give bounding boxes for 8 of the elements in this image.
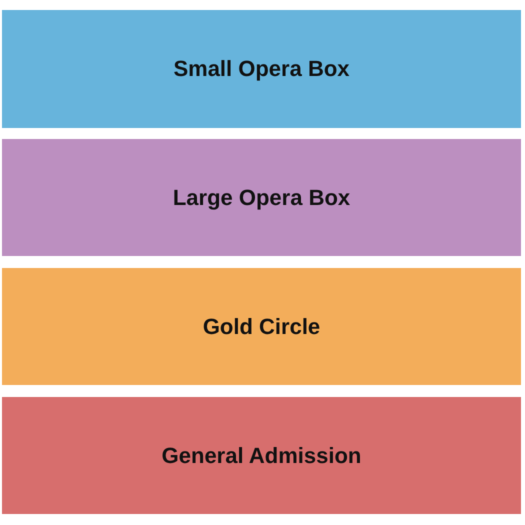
section-label: Large Opera Box [172,184,350,210]
seating-section [2,139,521,256]
seating-section [2,397,521,514]
seating-section [2,10,521,128]
section-label: General Admission [162,442,362,468]
section-label: Small Opera Box [173,56,350,82]
seating-section [2,268,521,385]
section-label: Gold Circle [202,314,320,340]
